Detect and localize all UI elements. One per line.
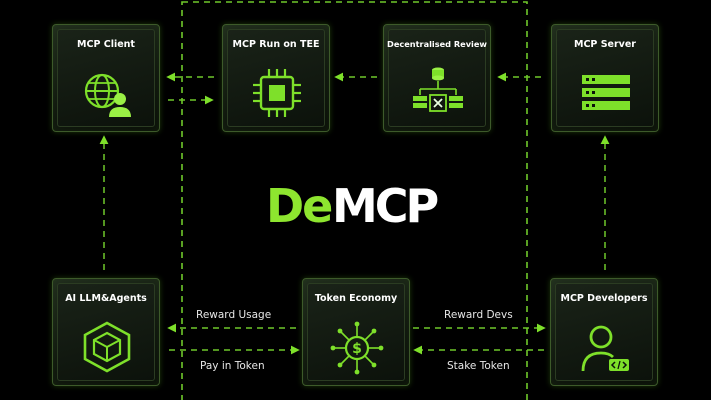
logo-suffix: MCP [332,179,438,233]
node-title: MCP Server [574,39,636,50]
node-mcp-client: MCP Client [52,24,160,132]
node-mcp-server: MCP Server [551,24,659,132]
node-title: Token Economy [314,293,398,304]
node-ai-llm-agents: AI LLM&Agents [52,278,160,386]
review-network-icon [413,67,463,112]
edge-label-reward-usage: Reward Usage [196,309,272,321]
node-title: AI LLM&Agents [65,293,147,304]
cube-icon [83,321,131,373]
server-rack-icon [582,75,630,110]
node-title: MCP Developers [560,293,648,304]
edge-label-stake-token: Stake Token [447,360,510,372]
node-mcp-developers: MCP Developers [550,278,658,386]
node-title: MCP Run on TEE [232,39,320,50]
dollar-coin-network-icon: $ [330,321,384,375]
node-decentralised-review: Decentralised Review [383,24,491,132]
svg-text:$: $ [352,341,362,357]
tee-boundary-frame [181,1,528,400]
node-title: Decentralised Review [387,39,487,49]
cpu-chip-icon [253,69,301,117]
logo-prefix: De [266,179,331,233]
globe-user-icon [84,73,131,117]
node-mcp-run-on-tee: MCP Run on TEE [222,24,330,132]
edge-label-reward-devs: Reward Devs [444,309,513,321]
edge-label-pay-in-token: Pay in Token [200,360,265,372]
node-token-economy: Token Economy $ [302,278,410,386]
demcp-logo: De MCP [266,179,441,233]
developer-code-icon [581,325,629,372]
node-title: MCP Client [77,39,135,50]
